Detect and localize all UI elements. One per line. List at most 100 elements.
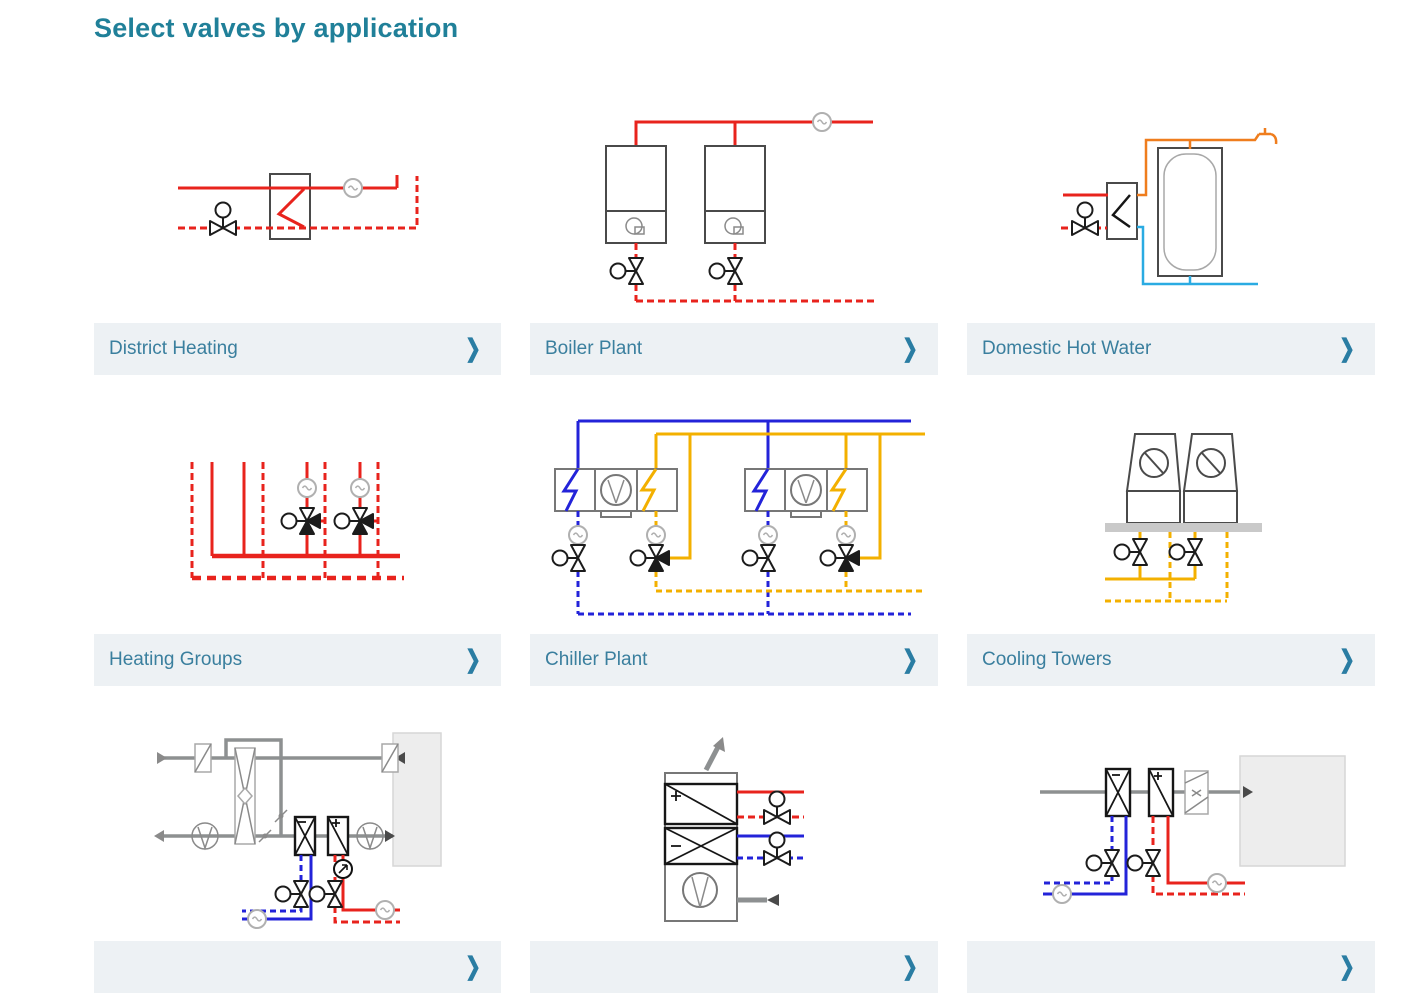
card-label: Chiller Plant	[545, 649, 648, 670]
valve-icon	[741, 544, 776, 572]
card-label-bar[interactable]: Chiller Plant ❯	[530, 634, 938, 686]
compressor-icon	[790, 474, 822, 506]
valve-icon	[1113, 538, 1148, 566]
heat-exchanger	[1106, 182, 1138, 240]
supply-air-unit-diagram	[967, 686, 1375, 941]
card-label-bar[interactable]: Cooling Towers ❯	[967, 634, 1375, 686]
chevron-right-icon: ❯	[902, 646, 918, 674]
card-label: Boiler Plant	[545, 338, 643, 359]
humidifier	[1184, 770, 1209, 815]
card-label-bar[interactable]: District Heating ❯	[94, 323, 501, 375]
three-way-valve-icon	[333, 507, 374, 535]
cooling-tower	[1182, 433, 1239, 524]
card-chiller-plant[interactable]: Chiller Plant ❯	[530, 375, 938, 686]
chevron-right-icon: ❯	[902, 335, 918, 363]
card-label-bar[interactable]: ❯	[94, 941, 501, 993]
heating-coil	[1147, 767, 1175, 818]
chiller-unit	[554, 468, 678, 518]
card-district-heating[interactable]: District Heating ❯	[94, 56, 501, 375]
district-heating-diagram	[94, 56, 501, 323]
valve-icon	[1071, 201, 1099, 236]
valve-icon	[209, 201, 237, 236]
chevron-right-icon: ❯	[1339, 953, 1355, 981]
pump-icon	[812, 112, 832, 132]
room	[1239, 755, 1346, 867]
compressor-icon	[600, 474, 632, 506]
heating-coil	[326, 815, 350, 857]
card-domestic-hot-water[interactable]: Domestic Hot Water ❯	[967, 56, 1375, 375]
valve-icon	[551, 544, 586, 572]
valve-icon	[708, 257, 743, 285]
storage-tank	[1157, 147, 1223, 277]
valve-icon	[609, 257, 644, 285]
pump-icon	[333, 859, 353, 879]
exhaust-arrow	[713, 737, 725, 752]
page-title: Select valves by application	[94, 13, 459, 43]
boiler-plant-diagram	[530, 56, 938, 323]
extract-air-unit-diagram	[530, 686, 938, 941]
chevron-right-icon: ❯	[465, 953, 481, 981]
card-label-bar[interactable]: ❯	[967, 941, 1375, 993]
pump-icon	[758, 525, 778, 545]
chiller-unit	[744, 468, 868, 518]
pump-icon	[568, 525, 588, 545]
card-label-bar[interactable]: ❯	[530, 941, 938, 993]
cold-water-pipe	[1137, 225, 1258, 286]
chevron-right-icon: ❯	[465, 646, 481, 674]
valve-icon	[1085, 849, 1120, 877]
room	[392, 732, 442, 867]
airflow-arrow	[767, 894, 779, 906]
pump-icon	[350, 478, 370, 498]
card-cooling-towers[interactable]: Cooling Towers ❯	[967, 375, 1375, 686]
pump-icon	[297, 478, 317, 498]
fan-icon	[682, 872, 718, 908]
heating-coil	[663, 782, 739, 826]
platform	[1105, 523, 1262, 532]
chevron-right-icon: ❯	[902, 953, 918, 981]
filter	[194, 743, 212, 773]
boiler	[605, 145, 667, 244]
card-air-handling-unit[interactable]: ❯	[94, 686, 501, 993]
boiler	[704, 145, 766, 244]
card-boiler-plant[interactable]: Boiler Plant ❯	[530, 56, 938, 375]
valve-icon	[1126, 849, 1161, 877]
cooling-coil	[663, 826, 739, 866]
damper-icon	[258, 809, 288, 843]
pump-icon	[1207, 873, 1227, 893]
airflow-arrow	[1243, 786, 1253, 798]
card-extract-air-unit[interactable]: ❯	[530, 686, 938, 993]
chevron-right-icon: ❯	[1339, 335, 1355, 363]
card-supply-air-unit[interactable]: ❯	[967, 686, 1375, 993]
card-label: Heating Groups	[109, 649, 243, 670]
airflow-arrow	[385, 830, 395, 842]
three-way-valve-icon	[629, 544, 670, 572]
pump-icon	[646, 525, 666, 545]
valve-icon	[763, 790, 791, 825]
air-handling-unit-diagram	[94, 686, 501, 941]
pump-icon	[375, 900, 395, 920]
cooling-towers-diagram	[967, 375, 1375, 634]
domestic-hot-water-diagram	[967, 56, 1375, 323]
pump-icon	[1052, 884, 1072, 904]
filter	[381, 743, 399, 773]
pump-icon	[836, 525, 856, 545]
heat-recovery-exchanger	[234, 747, 256, 845]
card-heating-groups[interactable]: Heating Groups ❯	[94, 375, 501, 686]
card-label-bar[interactable]: Domestic Hot Water ❯	[967, 323, 1375, 375]
pump-icon	[343, 178, 363, 198]
cooling-coil	[1104, 767, 1132, 818]
valve-icon	[274, 880, 309, 908]
card-label-bar[interactable]: Heating Groups ❯	[94, 634, 501, 686]
heating-groups-diagram	[94, 375, 501, 634]
chiller-plant-diagram	[530, 375, 938, 634]
airflow-arrow	[157, 752, 167, 764]
card-label-bar[interactable]: Boiler Plant ❯	[530, 323, 938, 375]
cooling-tower	[1125, 433, 1182, 524]
card-label: Cooling Towers	[982, 649, 1112, 670]
application-card-grid: District Heating ❯	[94, 56, 1411, 993]
three-way-valve-icon	[819, 544, 860, 572]
airflow-arrow	[154, 830, 164, 842]
chevron-right-icon: ❯	[465, 335, 481, 363]
valve-icon	[1168, 538, 1203, 566]
